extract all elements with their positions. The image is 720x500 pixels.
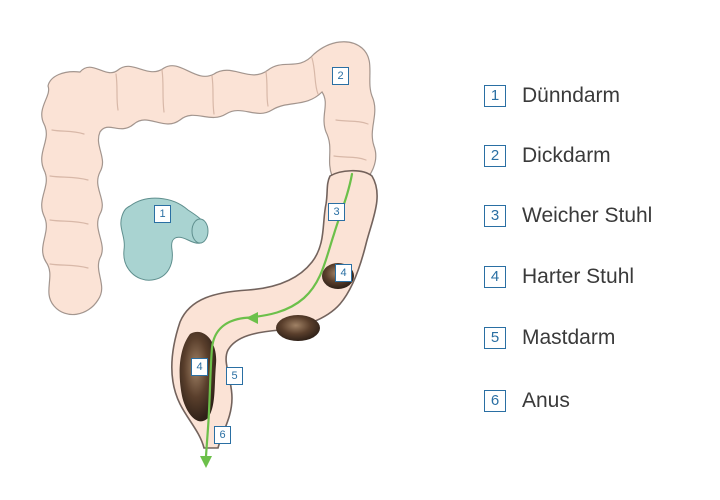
diagram-tag-hard-stool-rectum: 4 xyxy=(191,358,208,376)
legend-item-dickdarm: 2 Dickdarm xyxy=(484,142,714,170)
stool-movement-arrow-path xyxy=(204,172,354,458)
legend-item-anus: 6 Anus xyxy=(484,387,714,415)
large-intestine-shape xyxy=(41,41,377,316)
legend-number: 2 xyxy=(484,145,506,167)
hard-stool-rectum xyxy=(179,331,217,422)
legend-item-mastdarm: 5 Mastdarm xyxy=(484,324,714,352)
legend-item-duenndarm: 1 Dünndarm xyxy=(484,82,714,110)
legend-label: Mastdarm xyxy=(522,326,616,349)
diagram-tag-large-intestine: 2 xyxy=(332,67,349,85)
legend-item-weicher-stuhl: 3 Weicher Stuhl xyxy=(484,202,714,230)
legend-number: 6 xyxy=(484,390,506,412)
legend-number: 5 xyxy=(484,327,506,349)
legend-number: 1 xyxy=(484,85,506,107)
small-intestine-opening xyxy=(191,218,209,244)
legend-number: 4 xyxy=(484,266,506,288)
legend-label: Harter Stuhl xyxy=(522,265,635,288)
legend-label: Dünndarm xyxy=(522,84,621,107)
legend-item-harter-stuhl: 4 Harter Stuhl xyxy=(484,263,714,291)
diagram-tag-anus: 6 xyxy=(214,426,231,444)
diagram-tag-soft-stool: 3 xyxy=(328,203,345,221)
diagram-tag-rectum: 5 xyxy=(226,367,243,385)
legend-label: Anus xyxy=(522,389,570,412)
diagram-tag-hard-stool-upper: 4 xyxy=(335,264,352,282)
colon-haustra xyxy=(49,57,369,269)
hard-stool-middle xyxy=(276,315,320,341)
legend-number: 3 xyxy=(484,205,506,227)
small-intestine-shape xyxy=(120,197,207,281)
diagram-tag-small-intestine: 1 xyxy=(154,205,171,223)
legend-label: Weicher Stuhl xyxy=(522,204,653,227)
legend-label: Dickdarm xyxy=(522,144,611,167)
stool-arrowhead-end xyxy=(200,456,212,468)
stool-arrowhead-mid xyxy=(246,312,258,324)
